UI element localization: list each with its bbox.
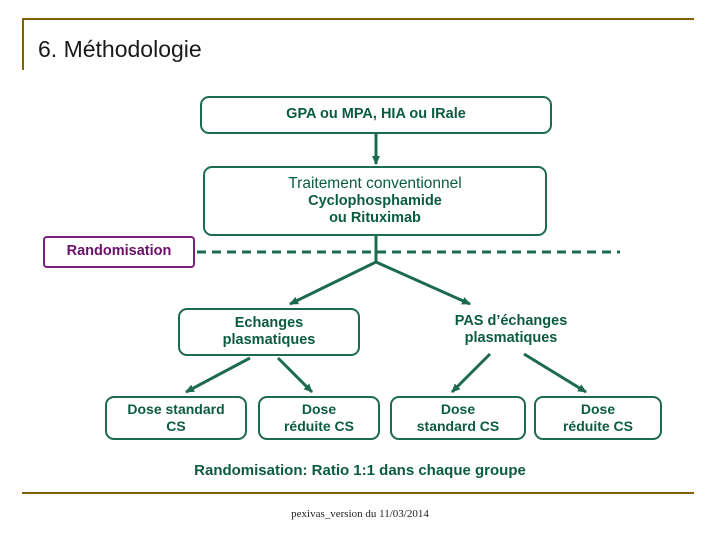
box-pas-echanges-line1: PAS d’échanges (454, 312, 568, 329)
footer-caption: Randomisation: Ratio 1:1 dans chaque gro… (194, 462, 526, 479)
box-dose-standard-cs-right: Dose standard CS (390, 396, 526, 440)
box-dose-reduite-cs-left: Dose réduite CS (258, 396, 380, 440)
box-conventional-line3: ou Rituximab (329, 210, 421, 227)
box-dose-standard-cs-left: Dose standard CS (105, 396, 247, 440)
box-dose-reduite-cs-left-line1: Dose (301, 401, 337, 418)
box-dose-reduite-cs-left-line2: réduite CS (283, 418, 354, 434)
box-randomisation-label: Randomisation (66, 243, 172, 260)
box-randomisation: Randomisation (43, 236, 195, 268)
box-pas-echanges-plasmatiques: PAS d’échanges plasmatiques (420, 308, 602, 352)
box-echanges-line2: plasmatiques (222, 332, 316, 348)
box-dose-reduite-cs-right-line2: réduite CS (562, 418, 633, 434)
box-diagnosis: GPA ou MPA, HIA ou IRale (200, 96, 552, 134)
page-title: 6. Méthodologie (38, 36, 202, 62)
box-echanges-line1: Echanges (234, 314, 304, 331)
box-echanges-plasmatiques: Echanges plasmatiques (178, 308, 360, 356)
box-dose-standard-cs-left-line1: Dose standard (127, 401, 225, 418)
box-diagnosis-label: GPA ou MPA, HIA ou IRale (286, 106, 466, 123)
box-dose-standard-cs-left-line2: CS (166, 418, 186, 434)
title-rule-left (22, 18, 24, 70)
title-rule-top (22, 18, 694, 20)
box-dose-reduite-cs-right: Dose réduite CS (534, 396, 662, 440)
box-dose-reduite-cs-right-line1: Dose (580, 401, 616, 418)
box-conventional-line1: Traitement conventionnel (288, 174, 462, 192)
box-conventional-line2: Cyclophosphamide (308, 193, 442, 210)
footer-rule (22, 492, 694, 494)
box-pas-echanges-line2: plasmatiques (464, 330, 558, 346)
box-conventional-treatment: Traitement conventionnel Cyclophosphamid… (203, 166, 547, 236)
box-dose-standard-cs-right-line1: Dose (440, 401, 476, 418)
box-dose-standard-cs-right-line2: standard CS (416, 418, 500, 434)
footer-note: pexivas_version du 11/03/2014 (291, 508, 429, 520)
